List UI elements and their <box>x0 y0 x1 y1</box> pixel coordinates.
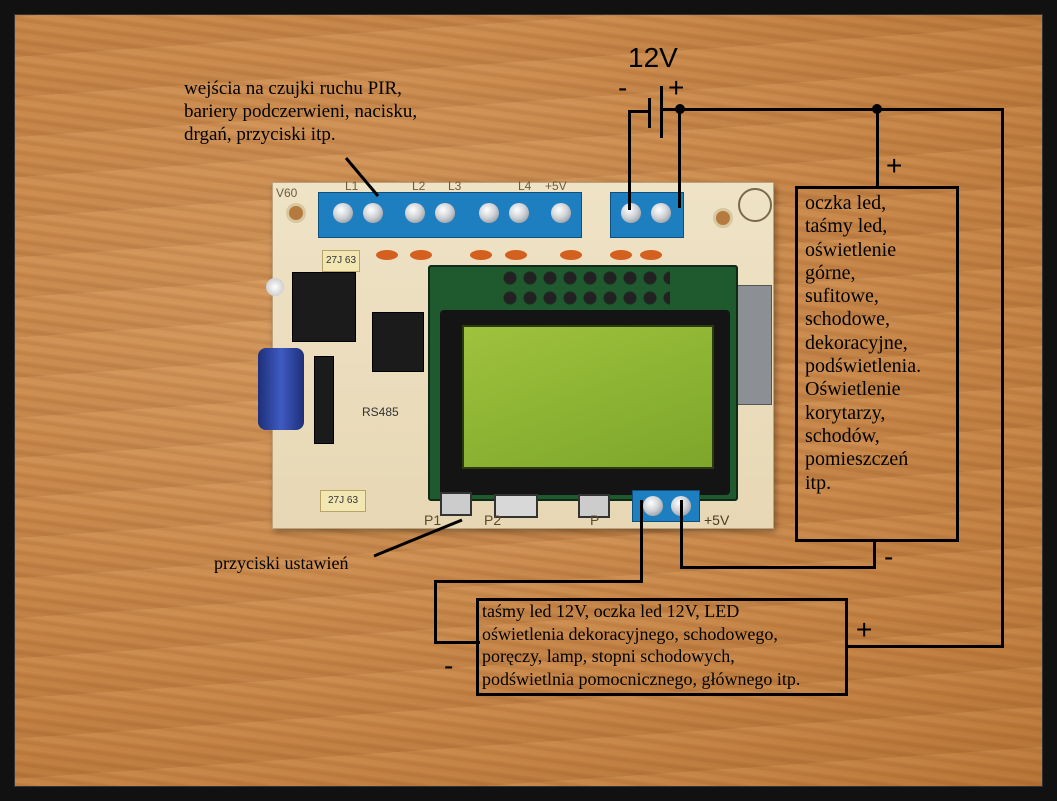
right-box-line: sufitowe, <box>805 285 879 308</box>
pir-inputs-line: drgań, przyciski itp. <box>184 124 336 145</box>
film-capacitor-label: 27J 63 <box>325 255 357 266</box>
pcb-silk-l3: L3 <box>448 179 462 193</box>
battery-plus-sign: + <box>668 72 685 103</box>
pir-inputs-line: bariery podczerwieni, nacisku, <box>184 101 418 122</box>
voltage-label: 12V <box>628 42 678 73</box>
settings-buttons-label: przyciski ustawień <box>214 553 349 573</box>
right-box-line: dekoracyjne, <box>805 331 908 354</box>
right-lighting-box <box>795 186 959 542</box>
right-box-line: podświetlenia. <box>805 355 922 378</box>
bottom-box-text: taśmy led 12V, oczka led 12V, LED oświet… <box>482 600 800 690</box>
pcb-silk-l2: L2 <box>412 179 426 193</box>
pcb-version: V60 <box>276 186 298 200</box>
right-box-line: taśmy led, <box>805 215 888 238</box>
right-box-line: oczka led, <box>805 192 887 214</box>
bottom-box-line: oświetlenia dekoracyjnego, schodowego, <box>482 623 778 644</box>
pcb-silk-l4: L4 <box>518 179 532 193</box>
mounting-hole-icon <box>286 203 306 223</box>
bottom-box-line: podświetlnia pomocnicznego, głównego itp… <box>482 668 801 689</box>
film-capacitor: 27J 63 <box>320 490 366 512</box>
lcd-screen <box>462 325 714 469</box>
pcb-silk-l1: L1 <box>345 179 359 193</box>
ic-chip <box>372 312 424 372</box>
settings-button-p3[interactable] <box>578 494 610 518</box>
regulator-chip <box>314 356 334 444</box>
electrolytic-capacitor <box>258 348 304 430</box>
settings-button-p1[interactable] <box>440 492 472 516</box>
settings-button-p2[interactable] <box>494 494 538 518</box>
power-terminal-block <box>610 192 684 238</box>
right-box-line: górne, <box>805 261 856 284</box>
lcd-header-pins <box>500 268 670 308</box>
button-label-p3: P <box>590 512 600 528</box>
output-terminal-block <box>632 490 700 522</box>
pir-inputs-label: wejścia na czujki ruchu PIR, bariery pod… <box>184 77 417 146</box>
pir-inputs-line: wejścia na czujki ruchu PIR, <box>184 78 402 99</box>
right-box-line: schodowe, <box>805 308 890 331</box>
rs485-label: RS485 <box>362 405 399 419</box>
bottom-box-minus-sign: - <box>444 650 454 681</box>
right-box-plus-sign: + <box>886 150 903 181</box>
right-box-line: Oświetlenie <box>805 378 901 401</box>
battery-plate-icon <box>648 98 651 128</box>
input-terminal-block <box>318 192 582 238</box>
right-box-minus-sign: - <box>884 541 894 572</box>
right-box-line: itp. <box>805 471 832 494</box>
output-label-5v: +5V <box>704 512 730 528</box>
bottom-box-line: taśmy led 12V, oczka led 12V, LED <box>482 601 740 621</box>
right-box-line: pomieszczeń <box>805 448 909 471</box>
heatsink <box>732 285 772 405</box>
battery-plate-icon <box>660 86 663 138</box>
ic-chip <box>292 272 356 342</box>
led-icon <box>266 278 284 296</box>
bottom-box-plus-sign: + <box>856 614 873 645</box>
right-box-line: schodów, <box>805 424 880 447</box>
bottom-lighting-box <box>476 598 848 696</box>
right-box-line: korytarzy, <box>805 401 886 424</box>
film-capacitor-label: 27J 63 <box>327 495 359 506</box>
button-label-p2: P2 <box>484 512 502 528</box>
battery-minus-sign: - <box>618 72 628 103</box>
right-box-line: oświetlenie <box>805 238 897 261</box>
right-box-text: oczka led, taśmy led, oświetlenie górne,… <box>805 192 921 495</box>
button-label-p1: P1 <box>424 512 442 528</box>
ground-symbol-icon <box>738 188 772 222</box>
bottom-box-line: poręczy, lamp, stopni schodowych, <box>482 646 735 666</box>
mounting-hole-icon <box>713 208 733 228</box>
pcb-silk-5v: +5V <box>545 179 567 193</box>
film-capacitor: 27J 63 <box>322 250 360 272</box>
